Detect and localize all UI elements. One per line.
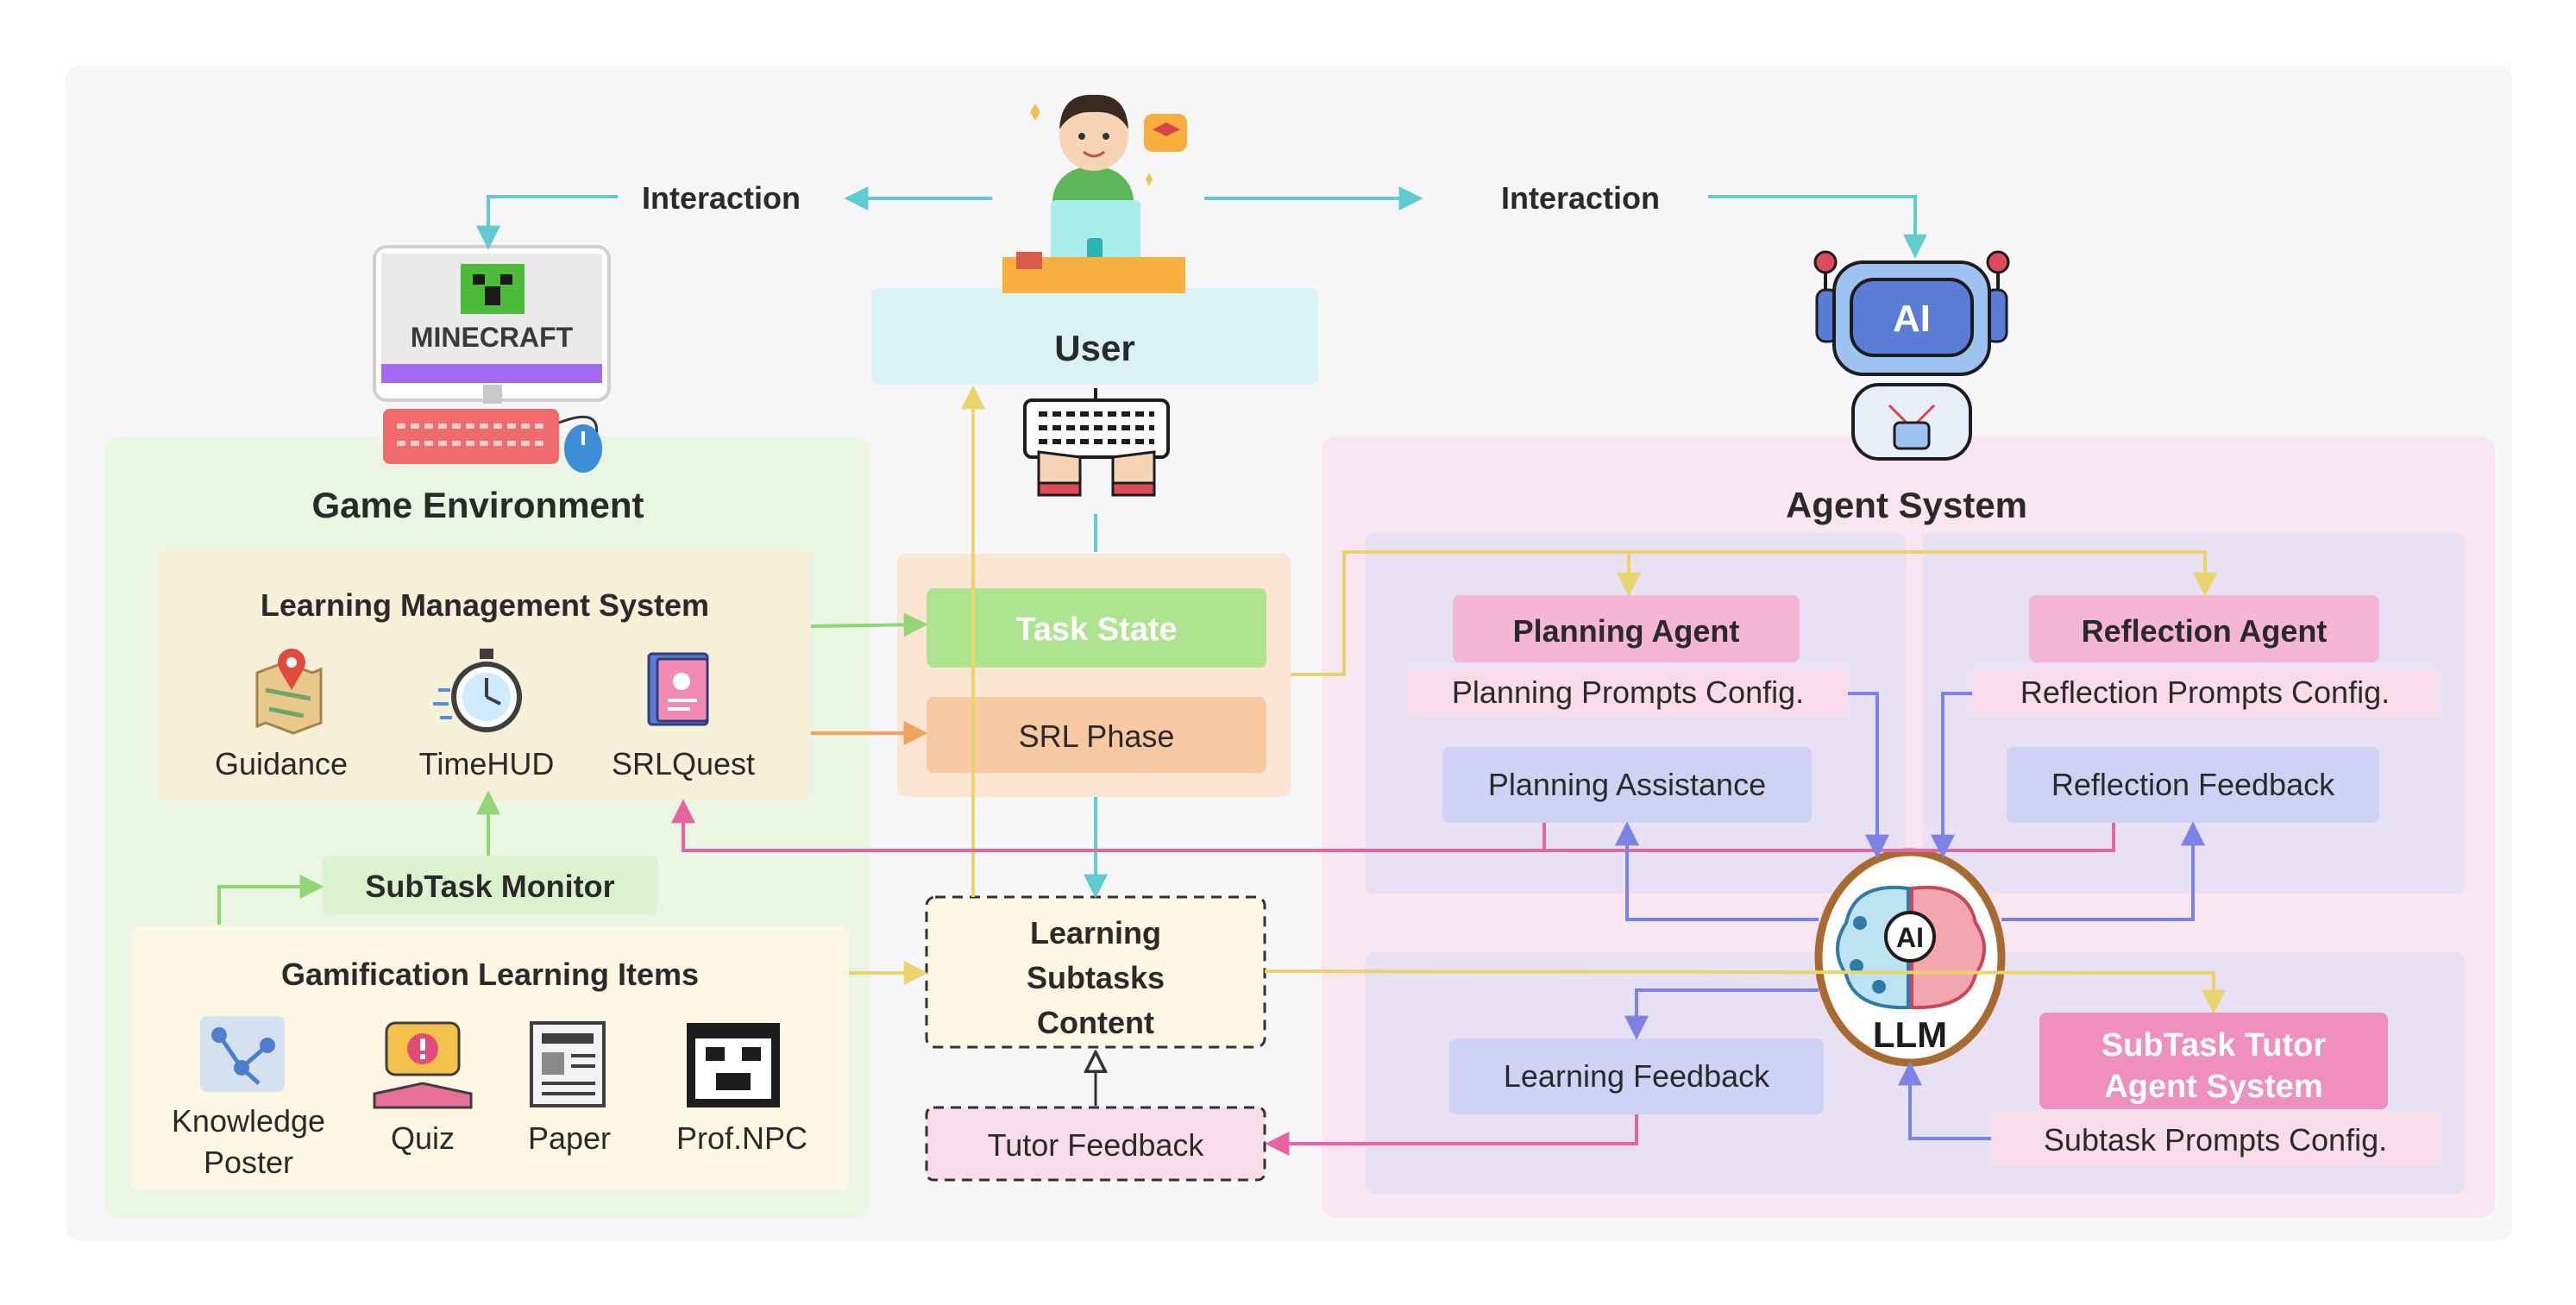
agent-system-title: Agent System xyxy=(1786,485,2027,525)
ai-robot-icon: AI xyxy=(1813,250,2010,461)
arrow-planning-config-to-llm xyxy=(1848,692,1889,859)
task-state-box xyxy=(927,588,1266,668)
arrow-feedback-to-srlquest xyxy=(671,799,2115,852)
lms-title: Learning Management System xyxy=(261,587,709,623)
npc-face-icon xyxy=(687,1023,780,1107)
knowledge-graph-icon xyxy=(200,1016,285,1092)
arrow-interaction-to-robot xyxy=(1708,195,1927,259)
book-icon xyxy=(647,652,709,726)
agent-system-panel: Agent System Planning Agent Planning Pro… xyxy=(1322,436,2495,1218)
minecraft-logo-text: MINECRAFT xyxy=(411,322,574,353)
lms-item-guidance: Guidance xyxy=(215,746,348,781)
arrow-lms-to-task-state xyxy=(810,612,928,637)
gamification-box xyxy=(131,926,849,1190)
gamification-item-quiz: Quiz xyxy=(391,1120,455,1156)
interaction-label-right: Interaction xyxy=(1501,180,1660,216)
gamification-item-knowledge: Knowledge xyxy=(172,1103,325,1139)
newspaper-icon xyxy=(530,1021,606,1107)
gamification-item-poster: Poster xyxy=(204,1145,293,1180)
tutor-feedback-label: Tutor Feedback xyxy=(988,1127,1205,1163)
planning-agent-box xyxy=(1453,595,1800,662)
gamification-item-paper: Paper xyxy=(528,1120,611,1156)
llm-ai-badge: AI xyxy=(1896,922,1924,953)
arrow-gamification-to-monitor xyxy=(217,875,324,925)
srl-phase-box xyxy=(927,697,1266,773)
arrow-interaction-to-minecraft xyxy=(476,195,618,250)
reflection-config-box xyxy=(1972,668,2438,716)
connectors xyxy=(217,186,2226,1156)
learning-subtasks-line-3: Content xyxy=(1037,1005,1154,1040)
user-at-desk-icon xyxy=(1002,94,1187,293)
planning-assistance-label: Planning Assistance xyxy=(1488,767,1766,802)
llm-label: LLM xyxy=(1873,1014,1947,1055)
learning-subtasks-line-2: Subtasks xyxy=(1027,960,1165,995)
task-state-label: Task State xyxy=(1015,612,1177,648)
planning-config-label: Planning Prompts Config. xyxy=(1452,674,1804,710)
reflection-agent-title: Reflection Agent xyxy=(2082,613,2328,649)
center-column: User Task State SRL Phase Learning Subta… xyxy=(871,288,1318,1182)
subtask-tutor-title-2: Agent System xyxy=(2104,1069,2322,1105)
subtask-config-label: Subtask Prompts Config. xyxy=(2044,1122,2387,1158)
gamification-item-profnpc: Prof.NPC xyxy=(676,1120,807,1156)
planning-agent-title: Planning Agent xyxy=(1513,613,1740,649)
learning-subtasks-line-1: Learning xyxy=(1030,915,1161,951)
user-label: User xyxy=(1054,328,1134,368)
srl-phase-label: SRL Phase xyxy=(1019,718,1175,754)
arrow-task-to-reflection xyxy=(1629,550,2217,597)
lms-item-timehud: TimeHUD xyxy=(419,746,555,781)
subtask-tutor-box xyxy=(2039,1013,2388,1109)
lms-item-srlquest: SRLQuest xyxy=(612,746,755,781)
reflection-agent-box xyxy=(2029,595,2379,662)
game-environment-title: Game Environment xyxy=(311,485,644,525)
arrow-reflection-config-to-llm xyxy=(1931,692,1972,859)
subtask-config-box xyxy=(1991,1113,2440,1166)
subtask-tutor-title-1: SubTask Tutor xyxy=(2102,1027,2327,1063)
arrow-subtask-config-to-llm xyxy=(1898,1061,1991,1140)
learning-feedback-box xyxy=(1449,1038,1824,1114)
quiz-icon xyxy=(373,1021,473,1109)
stopwatch-icon xyxy=(433,649,522,732)
reflection-feedback-box xyxy=(2007,747,2379,823)
map-icon xyxy=(255,649,323,735)
arrow-llm-to-planning xyxy=(1615,821,1819,921)
interaction-label-left: Interaction xyxy=(642,180,801,216)
reflection-config-label: Reflection Prompts Config. xyxy=(2020,674,2390,710)
gamification-title: Gamification Learning Items xyxy=(281,957,699,992)
subtask-monitor-label: SubTask Monitor xyxy=(365,869,614,904)
arrow-task-to-planning xyxy=(1291,550,1641,676)
subtask-monitor-box xyxy=(323,856,657,914)
llm-brain-icon: AI LLM xyxy=(1814,848,2006,1067)
tutor-feedback-box xyxy=(925,1106,1266,1182)
keyboard-hands-icon xyxy=(1023,388,1170,497)
learning-feedback-label: Learning Feedback xyxy=(1504,1058,1770,1094)
planning-config-box xyxy=(1408,668,1848,716)
planning-assistance-box xyxy=(1442,747,1812,823)
reflection-feedback-label: Reflection Feedback xyxy=(2051,767,2335,802)
arrow-learning-feedback-to-tutor xyxy=(1265,1114,1638,1156)
user-box xyxy=(871,288,1318,385)
arrow-llm-to-learning-feedback xyxy=(1624,988,1819,1040)
minecraft-computer-icon: MINECRAFT xyxy=(373,245,611,473)
robot-badge: AI xyxy=(1893,298,1931,340)
arrow-llm-to-reflection xyxy=(2001,821,2205,921)
arrow-subtasks-to-tutor xyxy=(1264,969,2226,1014)
